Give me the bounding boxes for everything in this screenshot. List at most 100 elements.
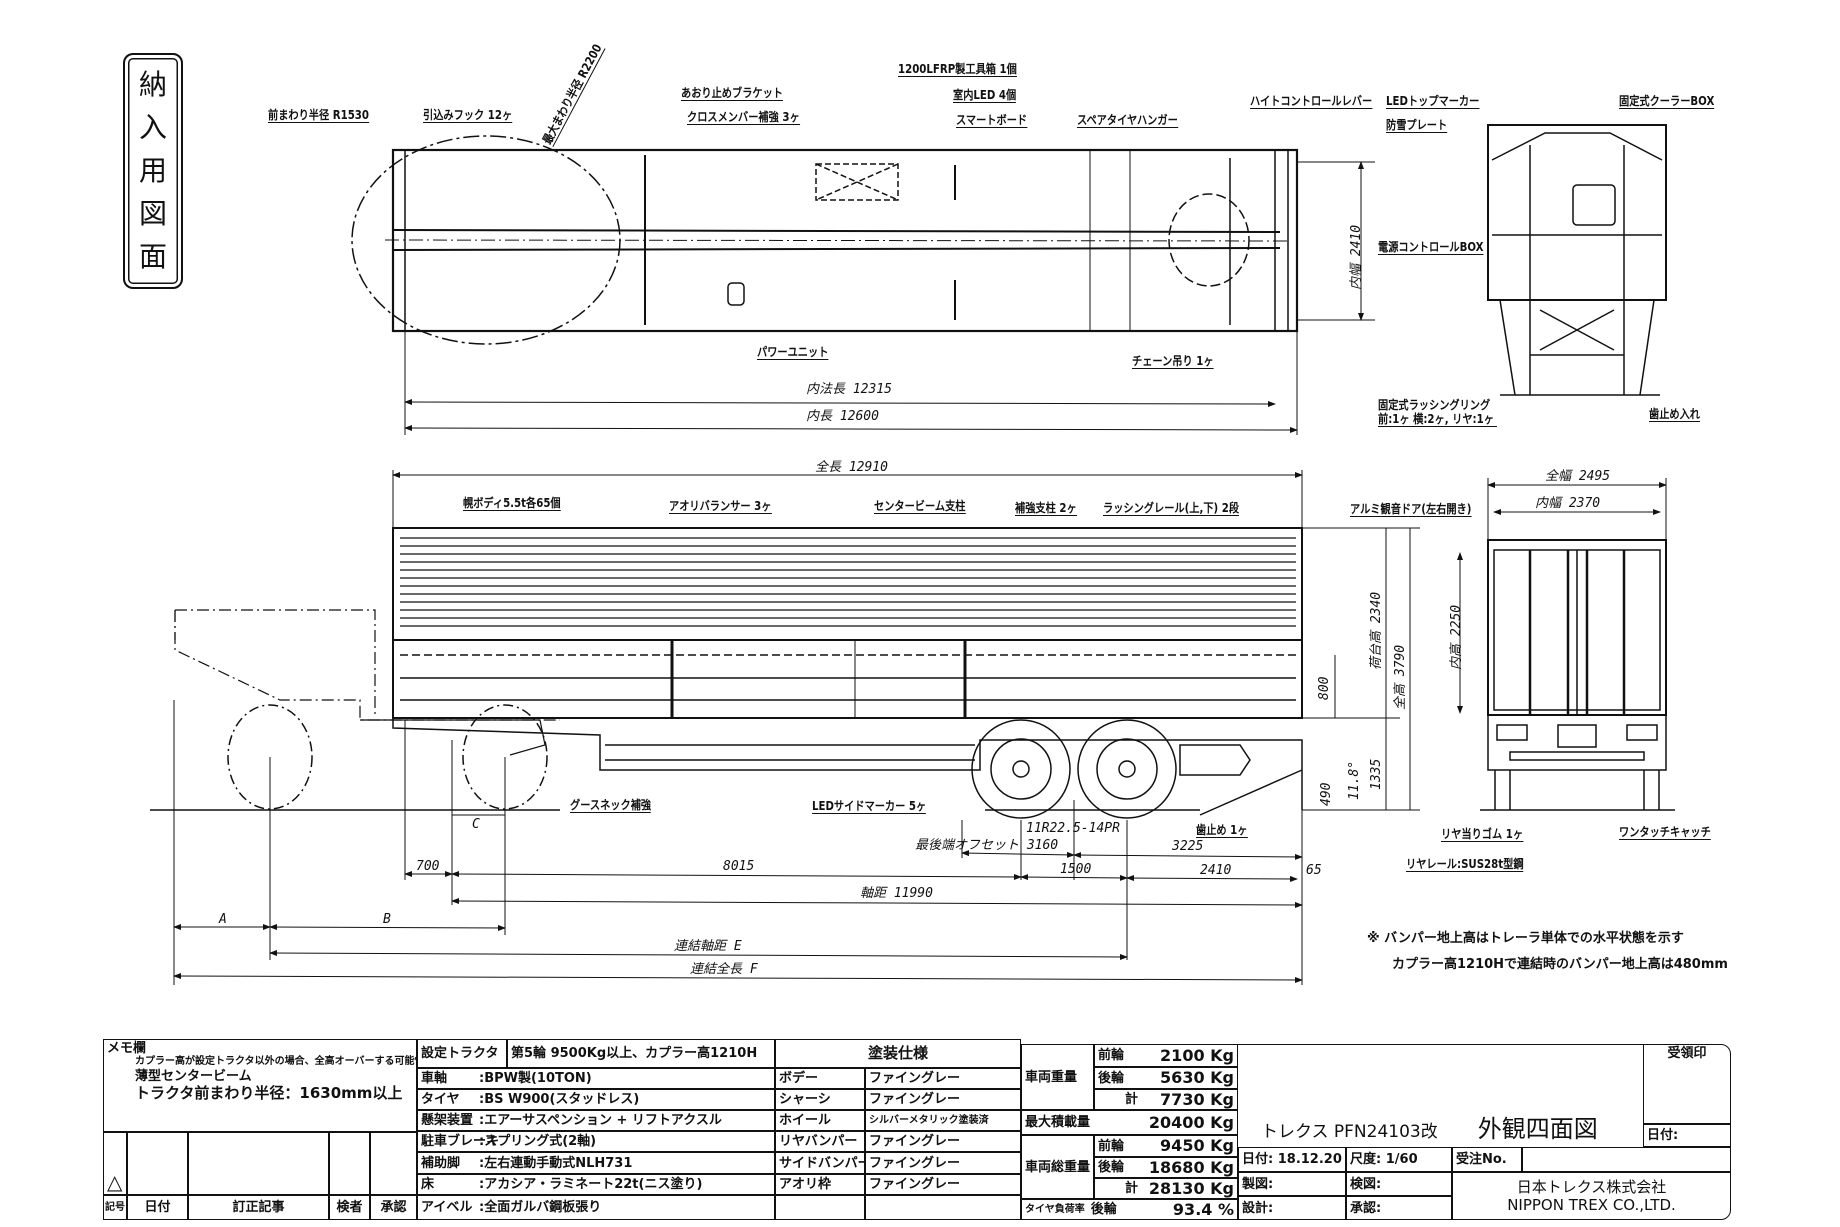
label-toolbox: 1200LFRP製工具箱 1個 bbox=[898, 62, 1017, 77]
dim-65: 65 bbox=[1306, 863, 1322, 878]
paint-part: ホイール bbox=[775, 1110, 865, 1131]
dim-b: B bbox=[383, 912, 391, 927]
revision-header: 訂正記事 bbox=[188, 1195, 329, 1220]
stamp-char: 入 bbox=[138, 110, 167, 144]
label-spare-hanger: スペアタイヤハンガー bbox=[1077, 113, 1178, 128]
dim-rear-offset: 最後端オフセット 3160 bbox=[915, 838, 1059, 853]
info-drawn: 製図: bbox=[1238, 1172, 1346, 1196]
info-date: 日付: 18.12.20 bbox=[1238, 1147, 1346, 1172]
paint-color: ファイングレー bbox=[865, 1068, 1021, 1089]
spec-value: :BPW製(10TON) bbox=[479, 1071, 592, 1086]
spec-row: 懸架装置:エアーサスペンション + リフトアクスル bbox=[417, 1110, 775, 1131]
paint-empty bbox=[865, 1195, 1021, 1220]
dim-inner-width: 内幅 2410 bbox=[1349, 224, 1364, 290]
front-view bbox=[1487, 124, 1667, 396]
label-smart-board: スマートボード bbox=[956, 113, 1028, 128]
weight-sub-label: 後輪 bbox=[1098, 1160, 1125, 1175]
paint-part: サイドバンパー bbox=[775, 1152, 865, 1174]
label-door: アルミ観音ドア(左右開き) bbox=[1350, 502, 1472, 517]
revision-triangle: △ bbox=[103, 1132, 127, 1195]
note-line-2: カプラー高1210Hで連結時のバンパー地上高は480mm bbox=[1392, 957, 1728, 972]
spec-value: :スプリング式(2軸) bbox=[479, 1134, 597, 1149]
weight-value: 5630 Kg bbox=[1160, 1068, 1234, 1087]
info-order-no: 受注No. bbox=[1452, 1147, 1522, 1172]
paint-color: ファイングレー bbox=[865, 1089, 1021, 1110]
label-power-unit: パワーユニット bbox=[757, 345, 829, 360]
dim-overall-height: 全高 3790 bbox=[1393, 644, 1408, 710]
spec-value: :アカシア・ラミネート22t(ニス塗り) bbox=[479, 1177, 703, 1192]
revision-cell bbox=[329, 1132, 370, 1195]
max-load-value: 20400 Kg bbox=[1148, 1112, 1234, 1132]
dim-overall-length: 全長 12910 bbox=[815, 460, 888, 475]
revision-cell bbox=[370, 1132, 417, 1195]
weight-value: 2100 Kg bbox=[1160, 1045, 1234, 1065]
dim-3225: 3225 bbox=[1172, 839, 1204, 854]
weight-value: 18680 Kg bbox=[1148, 1157, 1234, 1177]
label-min-turn-radius: 前まわり半径 R1530 bbox=[268, 108, 370, 123]
label-reinforce-post: 補強支柱 2ヶ bbox=[1015, 501, 1077, 516]
company-name-ja: 日本トレクス株式会社 bbox=[1516, 1177, 1667, 1196]
dim-f: 連結全長 F bbox=[690, 962, 758, 977]
dim-1500: 1500 bbox=[1060, 862, 1092, 877]
dim-rear-overall-width: 全幅 2495 bbox=[1545, 469, 1611, 484]
paint-color: ファイングレー bbox=[865, 1152, 1021, 1174]
label-rear-rubber: リヤ当りゴム 1ヶ bbox=[1441, 827, 1524, 842]
spec-label: 補助脚 bbox=[421, 1155, 461, 1171]
dim-inner-length: 内長 12600 bbox=[806, 409, 879, 424]
drawing-name: 外観四面図 bbox=[1477, 1115, 1598, 1143]
dim-deck-height: 荷台高 2340 bbox=[1369, 591, 1384, 670]
spec-label: 駐車ブレーキ bbox=[421, 1134, 500, 1149]
tire-load-label: タイヤ負荷率 bbox=[1025, 1203, 1085, 1215]
stamp-char: 納 bbox=[138, 67, 167, 101]
revision-header: 記号 bbox=[103, 1195, 127, 1220]
label-control-box: 電源コントロールBOX bbox=[1378, 240, 1484, 255]
dim-wheelbase: 軸距 11990 bbox=[860, 886, 933, 901]
spec-row: アイベル:全面ガルバ鋼板張り bbox=[417, 1195, 775, 1220]
dim-inner-height: 内高 2250 bbox=[1449, 604, 1464, 670]
dim-a: A bbox=[219, 912, 227, 927]
label-snow-plate: 防雪プレート bbox=[1386, 118, 1448, 133]
company-box: 日本トレクス株式会社 NIPPON TREX CO.,LTD. bbox=[1452, 1172, 1731, 1220]
dim-2410: 2410 bbox=[1200, 863, 1232, 878]
dim-490: 490 bbox=[1319, 782, 1334, 806]
dim-800: 800 bbox=[1317, 676, 1332, 700]
spec-row: 補助脚 :左右連動手動式NLH731 bbox=[417, 1152, 775, 1174]
stamp-char: 図 bbox=[138, 197, 167, 231]
label-cooler-box: 固定式クーラーBOX bbox=[1619, 94, 1715, 109]
spec-row: 床:アカシア・ラミネート22t(ニス塗り) bbox=[417, 1174, 775, 1195]
paint-empty bbox=[775, 1195, 865, 1220]
label-lashing-rail: ラッシングレール(上,下) 2段 bbox=[1103, 501, 1240, 516]
info-approved: 承認: bbox=[1346, 1196, 1452, 1220]
revision-cell bbox=[127, 1132, 188, 1195]
weight-sub-label: 計 bbox=[1124, 1092, 1138, 1107]
revision-header: 日付 bbox=[127, 1195, 188, 1220]
spec-value: :左右連動手動式NLH731 bbox=[479, 1155, 633, 1171]
spec-value: :エアーサスペンション + リフトアクスル bbox=[479, 1113, 722, 1128]
spec-label: タイヤ bbox=[421, 1092, 460, 1107]
memo-line-3: トラクタ前まわり半径：1630mm以上 bbox=[135, 1084, 403, 1102]
weight-value: 7730 Kg bbox=[1160, 1089, 1234, 1109]
vehicle-weight-label: 車両重量 bbox=[1021, 1044, 1094, 1110]
delivery-drawing-stamp: 納 入 用 図 面 bbox=[123, 53, 183, 289]
dim-700: 700 bbox=[416, 859, 440, 874]
spec-label: 設定トラクタ bbox=[417, 1039, 507, 1068]
revision-cell bbox=[188, 1132, 329, 1195]
label-tow-hook: 引込みフック 12ヶ bbox=[423, 108, 513, 123]
spec-row: タイヤ:BS W900(スタッドレス) bbox=[417, 1089, 775, 1110]
dim-rear-inner-width: 内幅 2370 bbox=[1535, 496, 1601, 511]
label-interior-led: 室内LED 4個 bbox=[953, 88, 1017, 103]
weight-value: 9450 Kg bbox=[1160, 1136, 1234, 1155]
label-gate-balancer: アオリバランサー 3ヶ bbox=[669, 499, 772, 514]
paint-color: シルバーメタリック塗装済 bbox=[865, 1110, 1021, 1131]
paint-title: 塗装仕様 bbox=[775, 1039, 1021, 1068]
tire-load-value: 93.4 % bbox=[1172, 1199, 1234, 1219]
label-crossmember: クロスメンバー補強 3ヶ bbox=[687, 110, 800, 125]
stamp-char: 用 bbox=[138, 153, 167, 187]
paint-part: ボデー bbox=[775, 1068, 865, 1089]
spec-value: 第5輪 9500Kg以上、カプラー高1210H bbox=[507, 1039, 775, 1068]
paint-color: ファイングレー bbox=[865, 1174, 1021, 1195]
dim-8015: 8015 bbox=[723, 859, 755, 874]
side-view bbox=[150, 470, 1420, 985]
